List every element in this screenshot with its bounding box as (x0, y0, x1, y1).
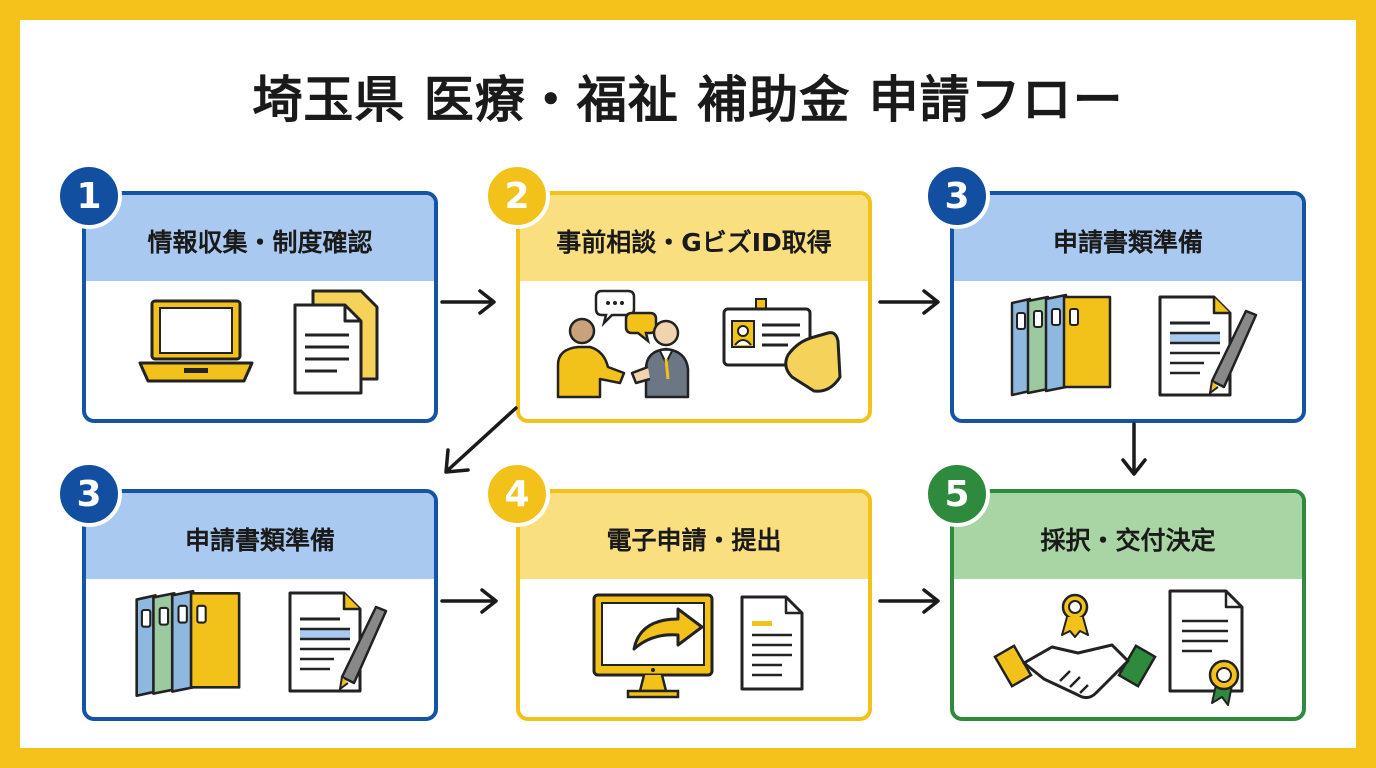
step-1-badge: 1 (56, 163, 122, 229)
step-4-badge: 4 (484, 461, 550, 527)
arrow-step2-to-step3 (878, 289, 940, 315)
handshake-icon (993, 593, 1157, 700)
binders-icon (1010, 293, 1112, 397)
step-3-label-top: 申請書類準備 (954, 195, 1302, 281)
document-icon (740, 595, 804, 691)
step-5-card: 採択・交付決定 (950, 489, 1306, 721)
arrow-step1-to-step2 (440, 289, 496, 315)
step-4-label: 電子申請・提出 (520, 493, 868, 579)
step-3-card-top: 申請書類準備 (950, 191, 1306, 423)
step-3-card-bottom: 申請書類準備 (82, 489, 438, 721)
arrow-step3-to-step4 (440, 588, 498, 614)
certificate-icon (1168, 589, 1244, 706)
step-1-label: 情報収集・制度確認 (86, 195, 434, 281)
step-2-badge: 2 (484, 163, 550, 229)
monitor-send-icon (592, 593, 714, 699)
step-2-card: 事前相談・GビズID取得 (516, 191, 872, 423)
step-3-badge-top: 3 (924, 163, 990, 229)
document-pen-icon (288, 591, 388, 693)
documents-icon (293, 289, 379, 395)
binders-icon (135, 589, 241, 698)
id-card-icon (722, 298, 842, 393)
document-pen-icon (1158, 295, 1258, 397)
step-3-label-bottom: 申請書類準備 (86, 493, 434, 579)
step-4-card: 電子申請・提出 (516, 489, 872, 721)
step-2-label: 事前相談・GビズID取得 (520, 195, 868, 281)
step-5-badge: 5 (924, 461, 990, 527)
laptop-icon (138, 299, 254, 383)
step-1-card: 情報収集・制度確認 (82, 191, 438, 423)
consultation-icon (556, 289, 690, 399)
arrow-step2-to-step3-bottom (444, 406, 518, 474)
step-3-badge-bottom: 3 (56, 461, 122, 527)
arrow-step4-to-step5 (878, 588, 940, 614)
page-title: 埼玉県 医療・福祉 補助金 申請フロー (252, 71, 1124, 129)
step-5-label: 採択・交付決定 (954, 493, 1302, 579)
arrow-step3-to-step5 (1121, 422, 1147, 476)
